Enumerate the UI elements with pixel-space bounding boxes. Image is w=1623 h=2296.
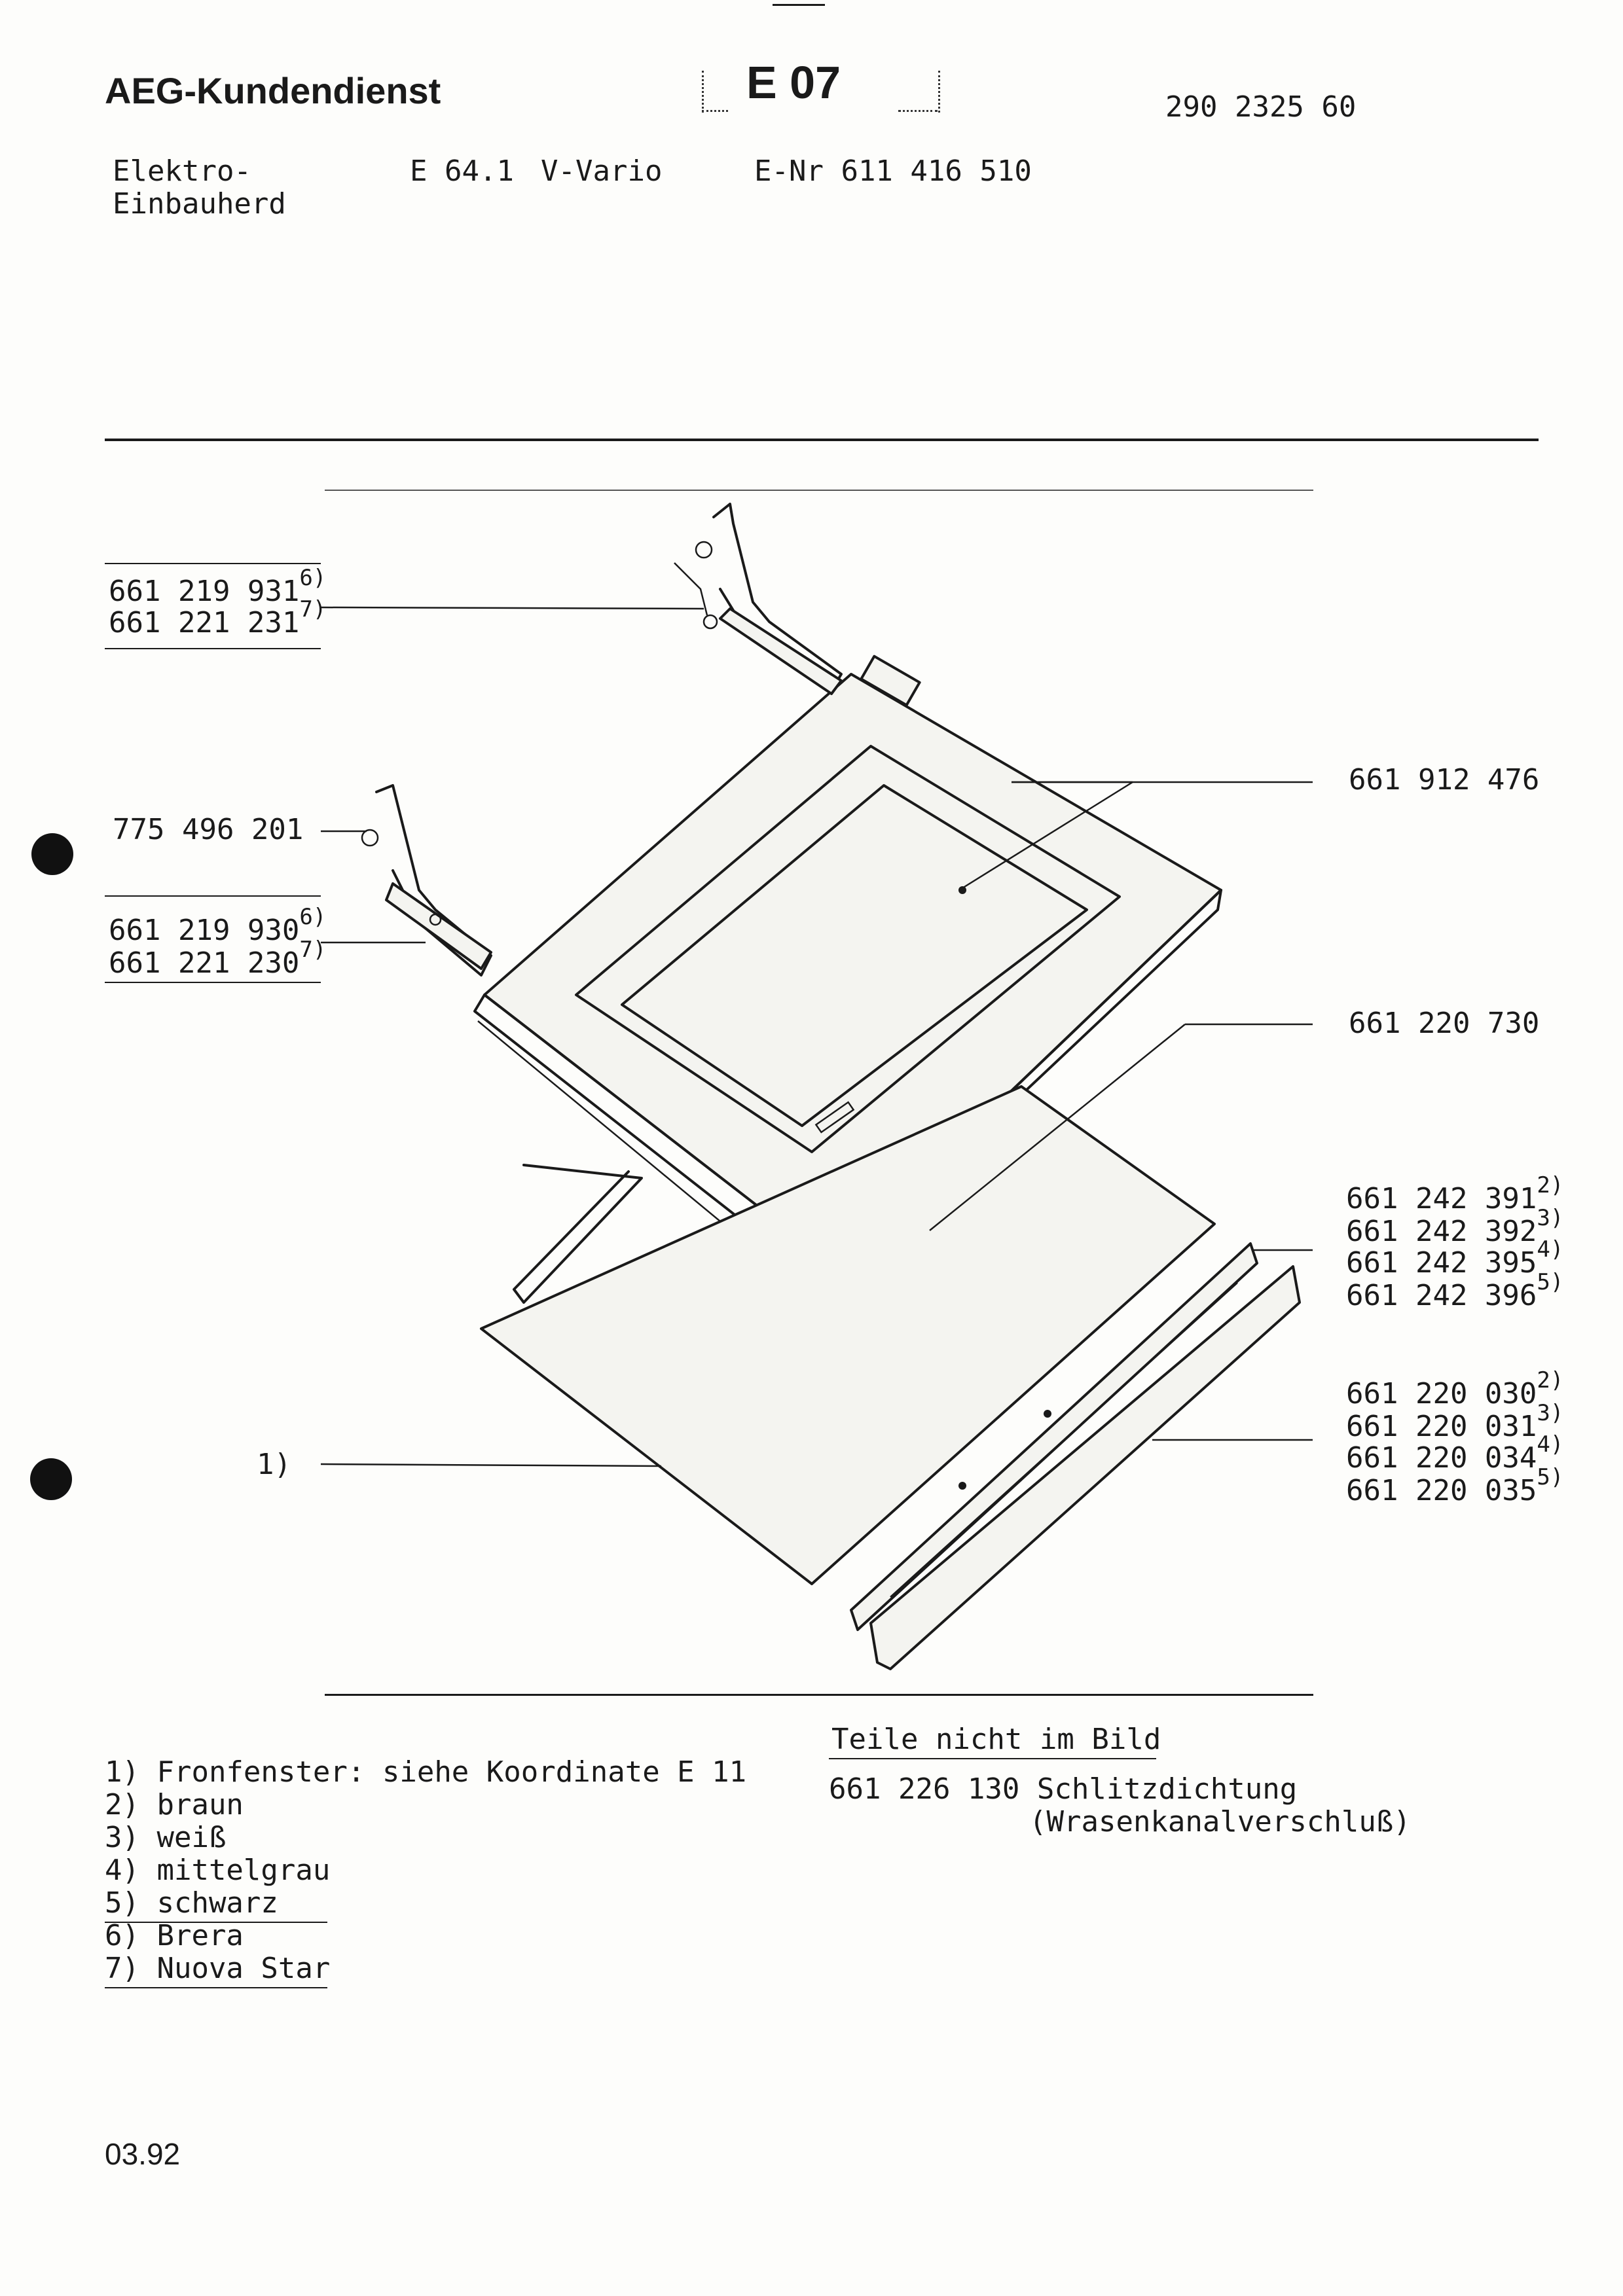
callout-front-window: 1) — [257, 1448, 291, 1481]
callout-hinge-top-2: 661 221 2317) — [109, 596, 327, 639]
trim-strip-shape — [850, 1242, 1301, 1670]
legend-item-3: 3) weiß — [105, 1821, 227, 1854]
bottom-hinge-shape — [361, 784, 492, 977]
legend-item-6: 6) Brera — [105, 1919, 244, 1952]
legend-divider-2 — [105, 1987, 327, 1988]
callout-box-top-line — [105, 563, 321, 564]
callout-handle-2: 661 242 3923) — [1346, 1205, 1564, 1248]
not-shown-line1: 661 226 130 Schlitzdichtung — [829, 1772, 1298, 1806]
legend-item-4: 4) mittelgrau — [105, 1854, 331, 1887]
callout-glass: 661 220 730 — [1349, 1007, 1540, 1040]
inner-glass-shape — [480, 1085, 1216, 1585]
callout-trim-4: 661 220 0355) — [1346, 1464, 1564, 1507]
callout-trim-2: 661 220 0313) — [1346, 1400, 1564, 1443]
callout-screw: 775 496 201 — [113, 813, 304, 846]
product-type-line2: Einbauherd — [113, 187, 286, 221]
header-divider — [105, 439, 1539, 441]
callout-handle-1: 661 242 3912) — [1346, 1172, 1564, 1215]
diagram-top-border — [325, 490, 1313, 491]
section-code: E 07 — [746, 57, 841, 108]
leader-lines — [320, 606, 1313, 1467]
callout-handle-4: 661 242 3965) — [1346, 1269, 1564, 1312]
legend-item-5: 5) schwarz — [105, 1886, 278, 1920]
product-type-line1: Elektro- — [113, 154, 251, 188]
top-mark — [773, 4, 825, 6]
top-hinge-shape — [674, 503, 921, 707]
model-variant: V-Vario — [541, 154, 663, 188]
legend-item-7: 7) Nuova Star — [105, 1952, 331, 1985]
model-number: E 64.1 — [410, 154, 514, 188]
e-number: E-Nr 611 416 510 — [754, 154, 1032, 188]
callout-handle-3: 661 242 3954) — [1346, 1236, 1564, 1280]
not-shown-line2: (Wrasenkanalverschluß) — [1029, 1805, 1411, 1839]
code-bracket-left — [702, 71, 707, 113]
brand-title: AEG-Kundendienst — [105, 70, 441, 111]
callout-box2-bottom-line — [105, 982, 321, 983]
diagram-bottom-border — [325, 1694, 1313, 1696]
callout-trim-1: 661 220 0302) — [1346, 1367, 1564, 1410]
not-shown-title: Teile nicht im Bild — [831, 1723, 1161, 1756]
footer-date: 03.92 — [105, 2137, 181, 2171]
code-bracket-right-foot — [898, 110, 938, 112]
legend-item-1: 1) Fronfenster: siehe Koordinate E 11 — [105, 1755, 747, 1789]
callout-hinge-bottom-1: 661 219 9306) — [109, 904, 327, 947]
legend-item-2: 2) braun — [105, 1788, 244, 1821]
punch-hole-lower — [30, 1458, 72, 1500]
callout-trim-3: 661 220 0344) — [1346, 1431, 1564, 1475]
not-shown-underline — [829, 1758, 1156, 1759]
code-bracket-right — [935, 71, 940, 113]
callout-door-panel: 661 912 476 — [1349, 763, 1540, 797]
code-bracket-left-foot — [702, 110, 728, 112]
punch-hole-upper — [31, 833, 73, 875]
doc-number: 290 2325 60 — [1165, 90, 1357, 124]
callout-hinge-top-1: 661 219 9316) — [109, 565, 327, 608]
legend-divider-1 — [105, 1922, 327, 1923]
callout-box-bottom-line — [105, 648, 321, 649]
callout-box2-top-line — [105, 895, 321, 897]
callout-hinge-bottom-2: 661 221 2307) — [109, 937, 327, 980]
